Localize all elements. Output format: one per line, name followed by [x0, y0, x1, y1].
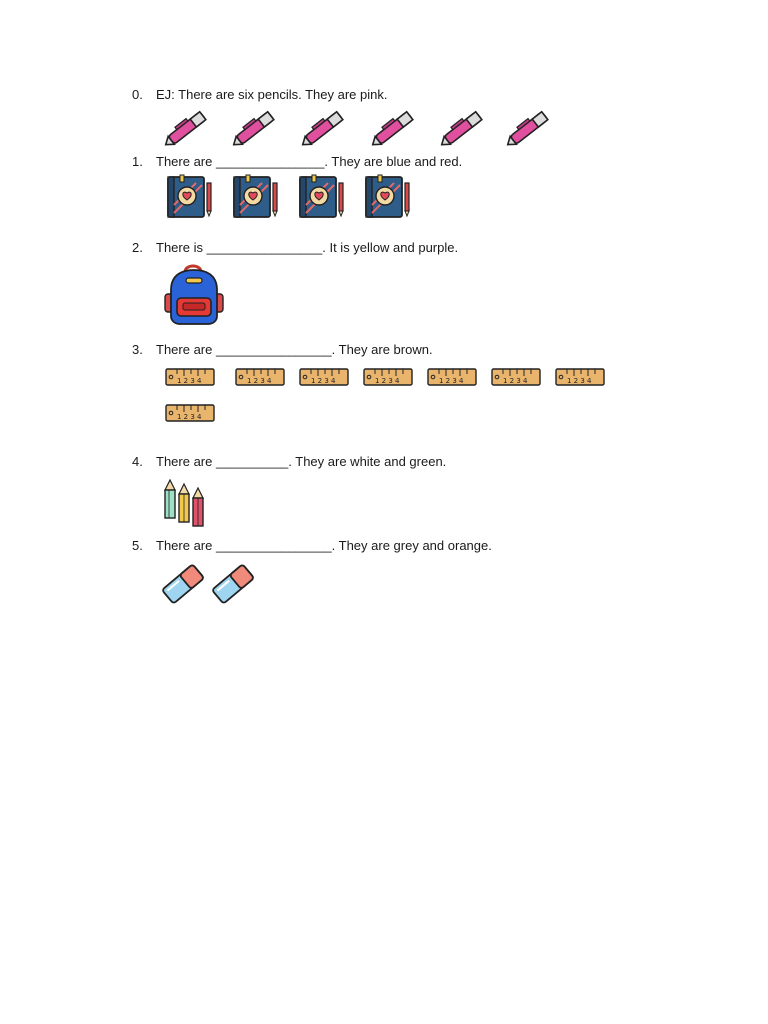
- ruler-icon: 1 2 3 4: [363, 368, 413, 386]
- svg-text:1 2 3 4: 1 2 3 4: [177, 377, 202, 385]
- svg-text:1 2 3 4: 1 2 3 4: [375, 377, 400, 385]
- item-sentence: There are ________________. They are gre…: [156, 538, 492, 553]
- item-sentence: EJ: There are six pencils. They are pink…: [156, 87, 388, 102]
- notebook-icon: [232, 174, 280, 219]
- svg-text:1 2 3 4: 1 2 3 4: [567, 377, 592, 385]
- pen-icon: [297, 104, 351, 152]
- item-sentence: There are ________________. They are bro…: [156, 342, 433, 357]
- ruler-icon: 1 2 3 4: [299, 368, 349, 386]
- ruler-icon: 1 2 3 4: [235, 368, 285, 386]
- svg-text:1 2 3 4: 1 2 3 4: [311, 377, 336, 385]
- pen-icon: [228, 104, 282, 152]
- ruler-icon: 1 2 3 4: [555, 368, 605, 386]
- backpack-icon: [163, 264, 225, 326]
- pen-icon: [160, 104, 214, 152]
- notebook-icon: [166, 174, 214, 219]
- svg-text:1 2 3 4: 1 2 3 4: [247, 377, 272, 385]
- item-number: 4.: [132, 454, 143, 469]
- pen-icon: [367, 104, 421, 152]
- ruler-icon: 1 2 3 4: [491, 368, 541, 386]
- notebook-icon: [298, 174, 346, 219]
- notebook-icon: [364, 174, 412, 219]
- ruler-icon: 1 2 3 4: [427, 368, 477, 386]
- svg-text:1 2 3 4: 1 2 3 4: [439, 377, 464, 385]
- ruler-icon: 1 2 3 4: [165, 368, 215, 386]
- item-number: 3.: [132, 342, 143, 357]
- item-number: 2.: [132, 240, 143, 255]
- item-sentence: There is ________________. It is yellow …: [156, 240, 459, 255]
- item-number: 5.: [132, 538, 143, 553]
- exercise-item-1: 1. There are _______________. They are bl…: [132, 154, 462, 170]
- svg-text:1 2 3 4: 1 2 3 4: [177, 413, 202, 421]
- exercise-item-0: 0. EJ: There are six pencils. They are pi…: [132, 87, 387, 103]
- exercise-item-2: 2. There is ________________. It is yello…: [132, 240, 458, 256]
- item-sentence: There are __________. They are white and…: [156, 454, 447, 469]
- item-number: 0.: [132, 87, 143, 102]
- item-sentence: There are _______________. They are blue…: [156, 154, 463, 169]
- svg-text:1 2 3 4: 1 2 3 4: [503, 377, 528, 385]
- exercise-item-4: 4. There are __________. They are white a…: [132, 454, 446, 470]
- colored-pencils-icon: [162, 478, 210, 528]
- eraser-icon: [210, 562, 256, 606]
- exercise-item-5: 5. There are ________________. They are g…: [132, 538, 492, 554]
- exercise-item-3: 3. There are ________________. They are b…: [132, 342, 433, 358]
- pen-icon: [502, 104, 556, 152]
- ruler-icon: 1 2 3 4: [165, 404, 215, 422]
- eraser-icon: [160, 562, 206, 606]
- item-number: 1.: [132, 154, 143, 169]
- pen-icon: [436, 104, 490, 152]
